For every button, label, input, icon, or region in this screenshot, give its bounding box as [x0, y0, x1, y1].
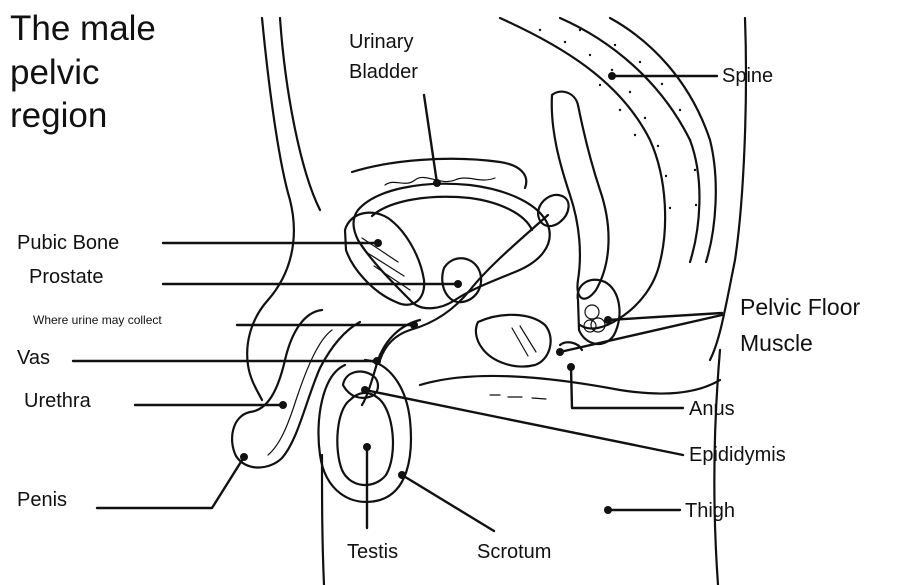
rectal-ampulla-hatch	[512, 326, 536, 356]
perineum-dashes	[490, 395, 546, 399]
anchor-epididymis	[361, 386, 369, 394]
stipple-dot	[619, 109, 621, 111]
leader-lines	[73, 72, 722, 531]
labels: Urinary Bladder Spine Pubic Bone Prostat…	[17, 31, 860, 563]
stipple-dot	[589, 54, 591, 56]
label-urinary-bladder-line1: Urinary	[349, 31, 413, 53]
anchor-urinary-bladder	[433, 179, 441, 187]
stipple-dot	[564, 41, 566, 43]
anchor-urethra	[279, 401, 287, 409]
label-penis: Penis	[17, 489, 67, 511]
stipple-dot	[694, 169, 696, 171]
spine-stipple	[539, 29, 697, 209]
spine-back-edge	[560, 18, 699, 262]
leader-scrotum	[402, 475, 494, 531]
testis-outline	[337, 393, 393, 485]
anchor-thigh	[604, 506, 612, 514]
leader-penis	[97, 457, 244, 508]
leader-urinary-bladder	[424, 95, 437, 183]
label-thigh: Thigh	[685, 500, 735, 522]
thigh-crease	[420, 376, 720, 394]
label-testis: Testis	[347, 541, 398, 563]
pubic-bone-hatch	[362, 238, 410, 290]
label-prostate: Prostate	[29, 266, 103, 288]
spine-rear-edge	[610, 18, 716, 262]
seminal-vesicle-outline	[538, 195, 569, 226]
anchor-spine	[608, 72, 616, 80]
stipple-dot	[679, 109, 681, 111]
muscle-fiber-circle	[584, 320, 596, 332]
label-vas: Vas	[17, 347, 50, 369]
penis-inner-line	[268, 330, 332, 455]
stipple-dot	[657, 145, 659, 147]
stipple-dot	[599, 84, 601, 86]
anchor-scrotum	[398, 471, 406, 479]
label-pelvic-floor-muscle-line1: Pelvic Floor	[740, 294, 860, 320]
muscle-fiber-circle	[591, 318, 605, 332]
stipple-dot	[579, 29, 581, 31]
stipple-dot	[644, 117, 646, 119]
label-scrotum: Scrotum	[477, 541, 551, 563]
rectal-ampulla-outline	[476, 315, 551, 367]
anchor-vas	[373, 357, 381, 365]
stipple-dot	[689, 139, 691, 141]
thigh-front-line	[322, 455, 324, 585]
anchor-pelvic-floor-muscle-2	[556, 348, 564, 356]
spine-front-edge	[500, 18, 665, 262]
anchor-anus	[567, 363, 575, 371]
label-urinary-bladder-line2: Bladder	[349, 61, 418, 83]
leader-epididymis	[365, 390, 683, 455]
scrotum-outline	[318, 360, 411, 502]
label-epididymis: Epididymis	[689, 444, 786, 466]
stipple-dot	[661, 83, 663, 85]
label-anus: Anus	[689, 398, 735, 420]
stipple-dot	[634, 134, 636, 136]
label-pelvic-floor-muscle-line2: Muscle	[740, 330, 813, 356]
stipple-dot	[665, 175, 667, 177]
pubic-bone-outline	[345, 213, 424, 305]
anchor-testis	[363, 443, 371, 451]
label-where-urine-may-collect: Where urine may collect	[33, 313, 162, 327]
leader-pelvic-floor-lower	[560, 315, 722, 352]
anchor-pubic-bone	[374, 239, 382, 247]
label-pubic-bone: Pubic Bone	[17, 232, 119, 254]
anchor-pelvic-floor-muscle	[604, 316, 612, 324]
stipple-dot	[629, 91, 631, 93]
stipple-dot	[539, 29, 541, 31]
anchor-prostate	[454, 280, 462, 288]
stipple-dot	[639, 61, 641, 63]
leader-anus	[571, 367, 683, 408]
penis-outline	[232, 310, 360, 468]
anchor-where-urine-may-collect	[410, 321, 418, 329]
label-urethra: Urethra	[24, 390, 92, 412]
thigh-back-line	[714, 350, 720, 585]
stipple-dot	[669, 207, 671, 209]
label-spine: Spine	[722, 65, 773, 87]
anchor-penis	[240, 453, 248, 461]
anatomy-illustration	[232, 18, 746, 585]
stipple-dot	[695, 204, 697, 206]
urinary-bladder-outline	[354, 184, 550, 309]
muscle-fiber-circle	[585, 305, 599, 319]
stipple-dot	[611, 69, 613, 71]
stipple-dot	[614, 44, 616, 46]
